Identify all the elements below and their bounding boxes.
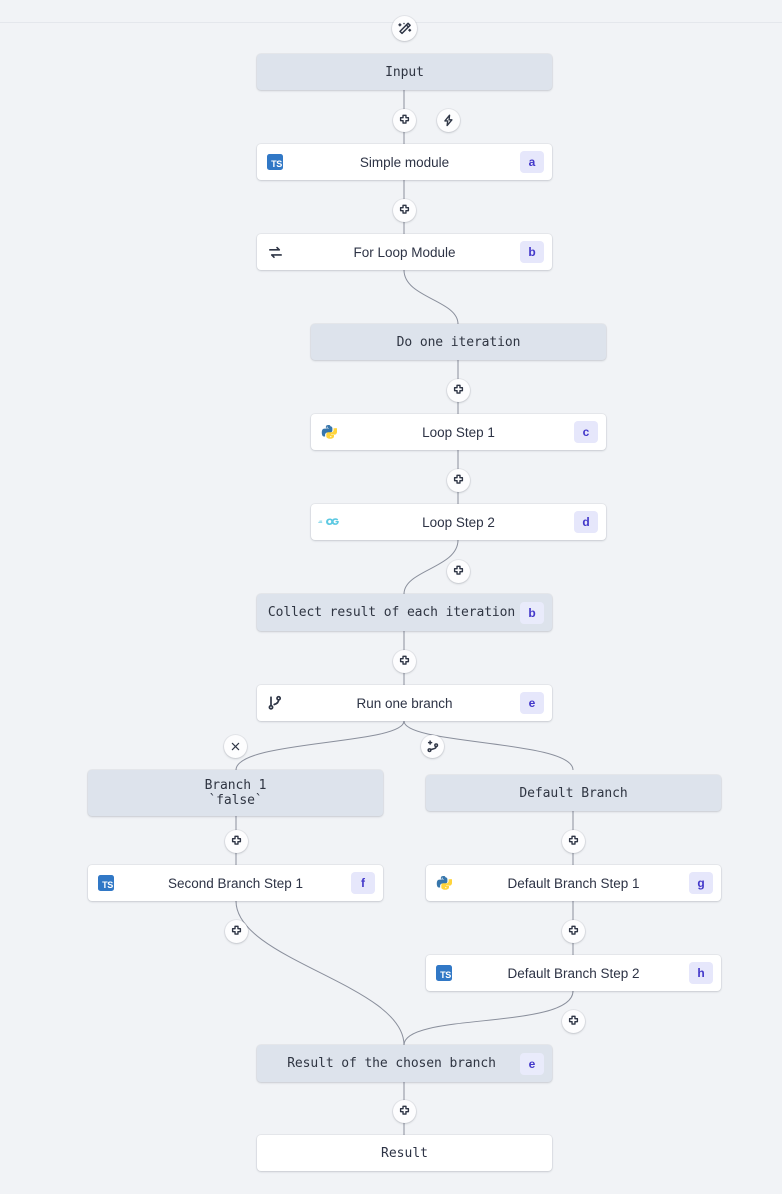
node-badge: g [689,872,713,894]
node-label: Loop Step 2 [422,514,495,530]
add-step-icon[interactable] [562,1010,585,1033]
node-result[interactable]: Result [257,1135,552,1171]
node-label: Run one branch [356,695,453,711]
node-do-one-iteration[interactable]: Do one iteration [311,324,606,360]
node-for-loop-module[interactable]: For Loop Module b [257,234,552,270]
node-label: Simple module [359,154,450,170]
branch-icon [266,694,284,712]
node-badge: a [520,151,544,173]
add-step-icon[interactable] [562,830,585,853]
node-branch-1[interactable]: Branch 1 `false` [88,770,383,816]
node-badge: d [574,511,598,533]
lightning-icon[interactable] [437,109,460,132]
node-loop-step-1[interactable]: Loop Step 1 c [311,414,606,450]
add-step-icon[interactable] [225,830,248,853]
node-label: Default Branch Step 2 [507,965,640,981]
node-badge: f [351,872,375,894]
node-badge: h [689,962,713,984]
node-loop-step-2[interactable]: Loop Step 2 d [311,504,606,540]
add-step-icon[interactable] [393,1100,416,1123]
node-label: Loop Step 1 [422,424,495,440]
add-step-icon[interactable] [562,920,585,943]
python-icon [435,874,453,892]
add-step-icon[interactable] [225,920,248,943]
node-badge: c [574,421,598,443]
node-label: Second Branch Step 1 [167,875,304,891]
node-label: For Loop Module [353,244,456,260]
node-label: Input [385,64,424,80]
go-icon [318,513,340,531]
node-default-branch[interactable]: Default Branch [426,775,721,811]
node-badge: e [520,692,544,714]
node-label: Result of the chosen branch [287,1056,496,1071]
add-branch-icon[interactable] [421,735,444,758]
add-step-icon[interactable] [393,650,416,673]
node-input[interactable]: Input [257,54,552,90]
node-label: Default Branch [519,785,628,801]
add-step-icon[interactable] [393,109,416,132]
node-label: Branch 1 `false` [204,778,267,808]
node-badge: b [520,601,544,624]
node-second-branch-step-1[interactable]: TS Second Branch Step 1 f [88,865,383,901]
add-step-icon[interactable] [393,199,416,222]
typescript-icon: TS [97,874,115,892]
node-collect-result[interactable]: Collect result of each iteration b [257,594,552,631]
typescript-icon: TS [435,964,453,982]
node-default-branch-step-1[interactable]: Default Branch Step 1 g [426,865,721,901]
typescript-icon: TS [266,153,284,171]
top-divider [0,22,782,23]
node-label: Default Branch Step 1 [507,875,640,891]
node-chosen-result[interactable]: Result of the chosen branch e [257,1045,552,1082]
node-run-one-branch[interactable]: Run one branch e [257,685,552,721]
node-label: Collect result of each iteration [267,605,516,620]
node-default-branch-step-2[interactable]: TS Default Branch Step 2 h [426,955,721,991]
add-step-icon[interactable] [447,469,470,492]
node-label: Do one iteration [396,334,521,350]
python-icon [320,423,338,441]
add-step-icon[interactable] [447,379,470,402]
node-simple-module[interactable]: TS Simple module a [257,144,552,180]
loop-icon [266,243,284,261]
close-icon[interactable] [224,735,247,758]
add-step-icon[interactable] [447,560,470,583]
magic-wand-icon[interactable] [392,16,417,41]
node-badge: e [520,1052,544,1075]
node-badge: b [520,241,544,263]
node-label: Result [381,1145,428,1161]
